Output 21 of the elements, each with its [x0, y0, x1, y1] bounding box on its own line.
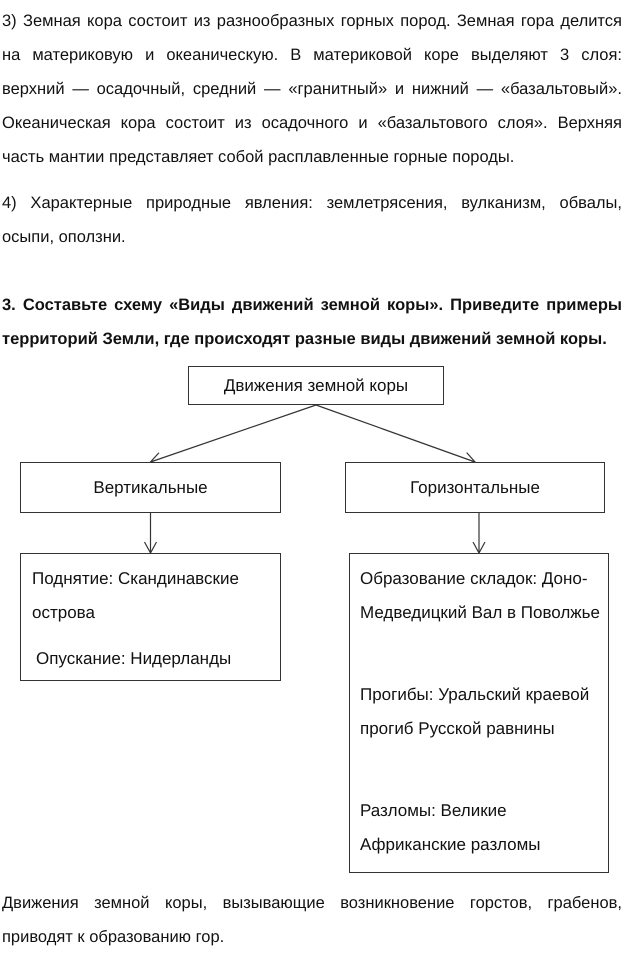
text-box: [188, 366, 444, 405]
paragraph: 4) Характерные природные явления: землетрясения, вулканизм, обвалы, осыпи, оползни.: [2, 193, 622, 248]
paragraph: 3) Земная кора состоит из разнообразных горных пород. Земная гора делится на материковую и океаническую. В материковой коре выделяют 3 слоя: верхний — осадочный, средний — «гранитный» и нижний — «базальтовый». Океаническая кора состоит из осадочного и «базальтового слоя». Верхняя часть мантии представляет собой расплавленные горные породы.: [2, 11, 622, 168]
arrow: [150, 404, 316, 465]
conclusion-text: Движения земной коры, вызывающие возникновение горстов, грабенов, приводят к образованию гор.: [2, 893, 622, 948]
box-text: Движения земной коры: [222, 375, 410, 397]
arrow: [472, 513, 486, 554]
box-text: Разломы: Великие Африканские разломы: [360, 800, 542, 856]
box-text: Поднятие: Скандинавские острова: [32, 568, 240, 624]
text-box: [349, 553, 609, 873]
text-box: [20, 462, 281, 513]
box-text: Вертикальные: [92, 477, 209, 499]
arrow: [316, 404, 476, 465]
arrow: [144, 513, 158, 554]
box-text: Образование складок: Доно-Медведицкий Вал в Поволжье: [360, 568, 601, 624]
task-heading: 3. Составьте схему «Виды движений земной коры». Приведите примеры территорий Земли, где происходят разные виды движений земной коры.: [2, 295, 622, 350]
text-box: [20, 553, 281, 681]
box-text: Прогибы: Уральский краевой прогиб Русской равнины: [360, 684, 590, 740]
box-text: Горизонтальные: [409, 477, 541, 499]
text-box: [345, 462, 605, 513]
box-text: Опускание: Нидерланды: [36, 648, 232, 670]
